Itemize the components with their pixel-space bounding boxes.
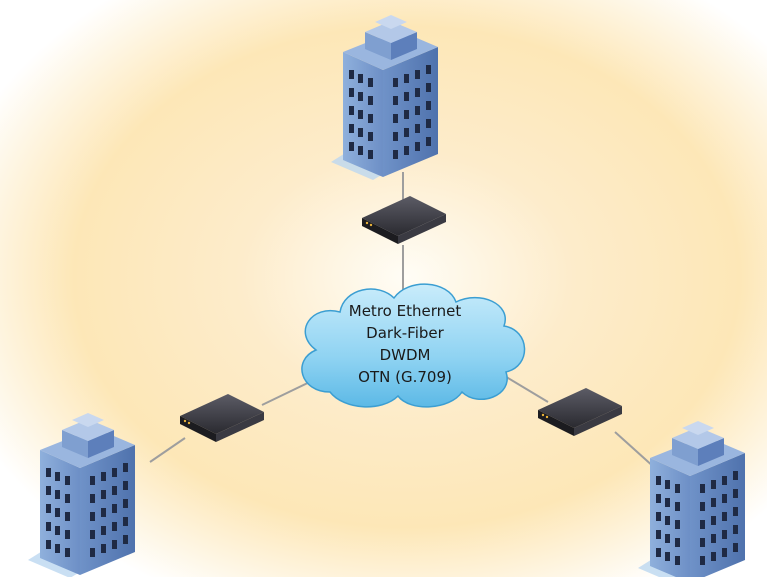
cloud-line-metro-ethernet: Metro Ethernet [348,302,462,320]
link-left-building [149,437,186,463]
cloud-line-dwdm: DWDM [379,346,431,364]
link-right-building [614,431,656,469]
cloud-line-otn: OTN (G.709) [358,368,452,386]
cloud-label: Metro Ethernet Dark-Fiber DWDM OTN (G.70… [290,300,520,388]
network-cloud [301,283,526,408]
cloud-line-dark-fiber: Dark-Fiber [366,324,444,342]
